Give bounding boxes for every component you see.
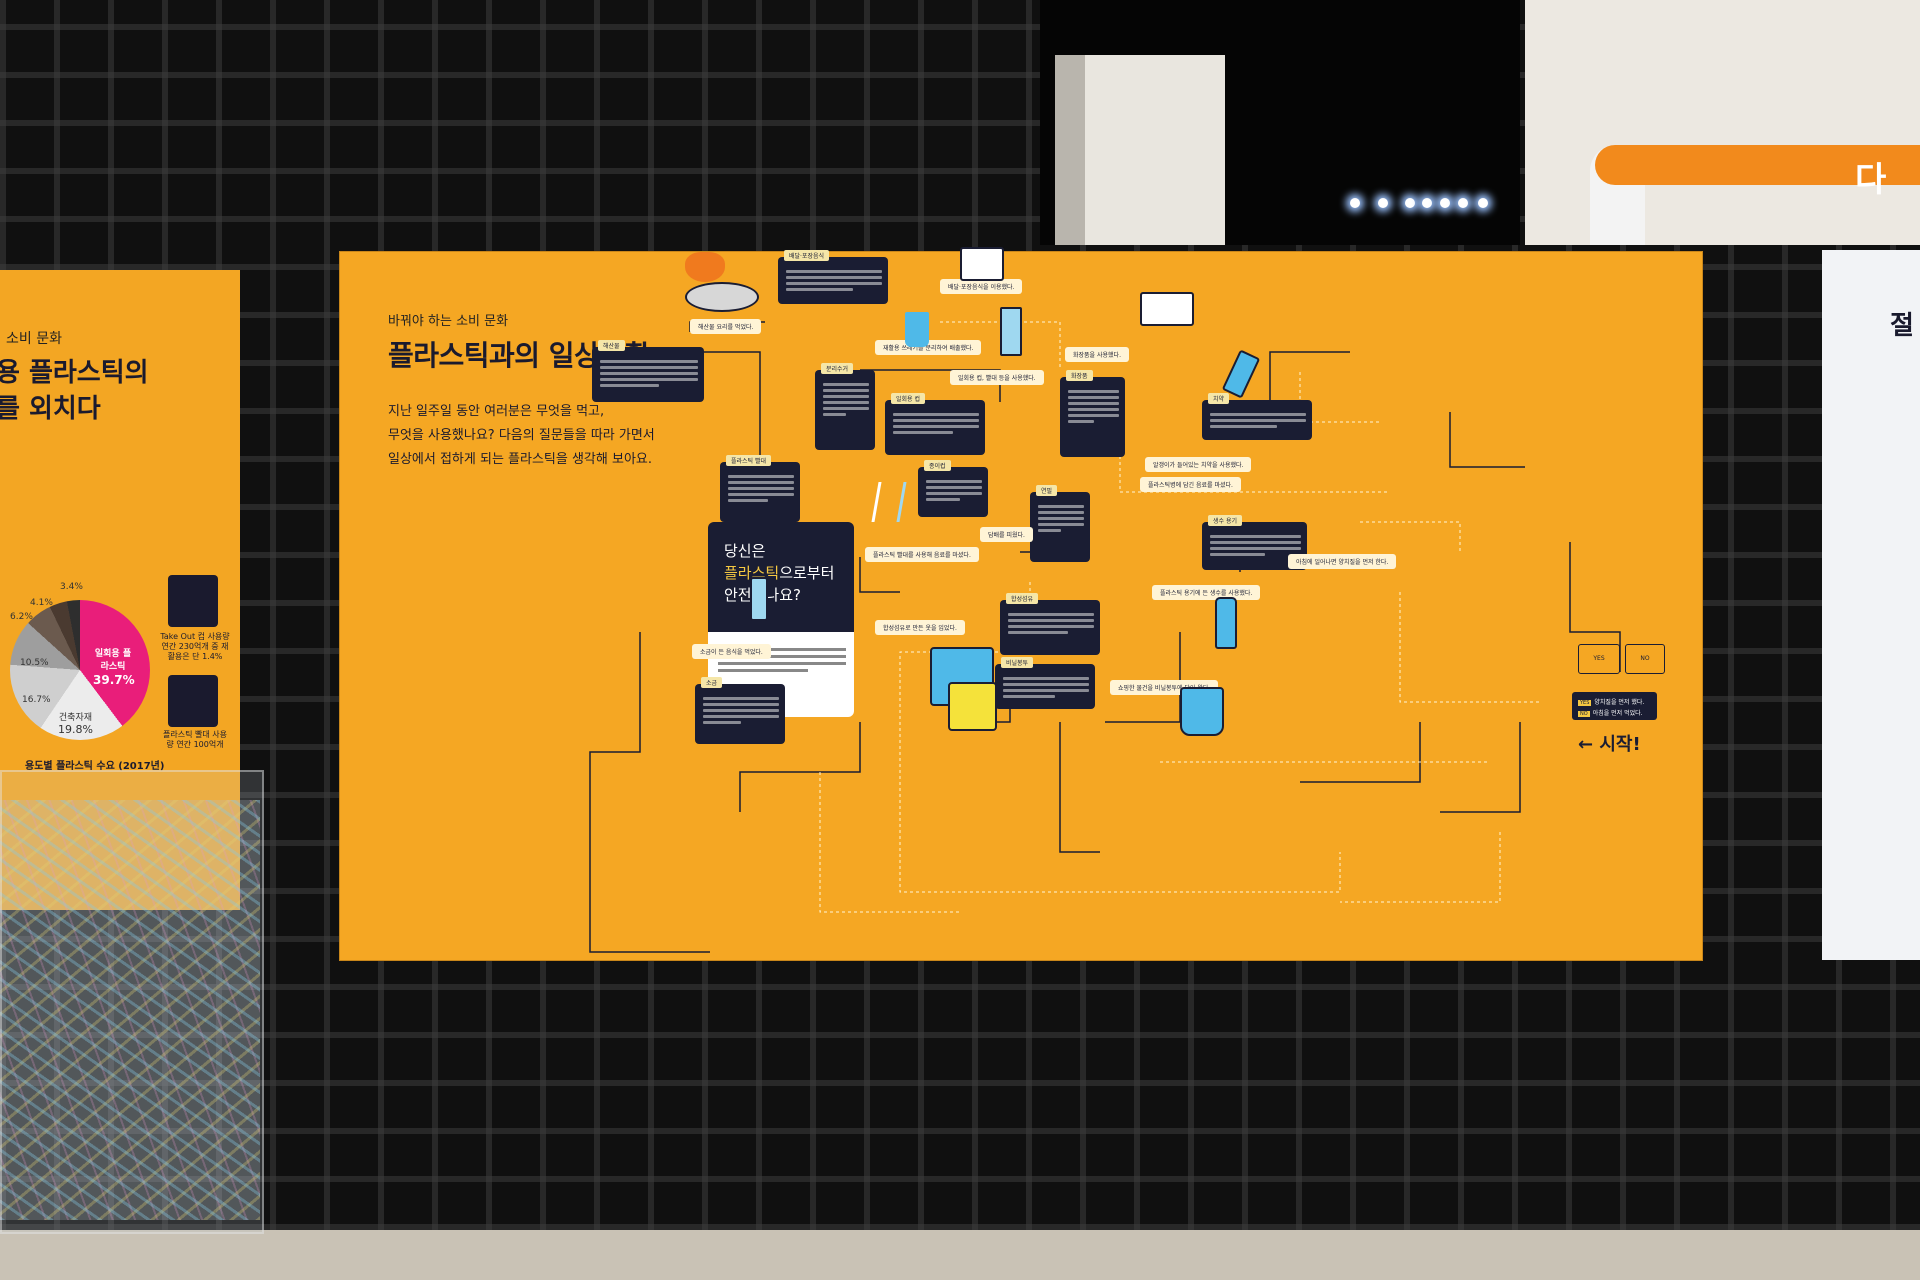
- pie-small-3: 3.4%: [60, 582, 83, 592]
- box-bunri: 분리수거: [815, 363, 875, 450]
- legend-yes: YES: [1578, 644, 1620, 674]
- box-baedal: 배달·포장음식: [778, 250, 888, 304]
- left-poster-subtitle: 소비 문화: [6, 331, 62, 347]
- shrimp-bowl-icon: [685, 252, 725, 282]
- pie-main-label: 일회용 플라스틱 39.7%: [93, 649, 135, 687]
- glass-display-box: [0, 770, 264, 1234]
- pie-small-2: 4.1%: [30, 598, 53, 608]
- salt-bottle-icon: [750, 577, 768, 621]
- pill-haesan: 해산물 요리를 먹었다.: [690, 319, 762, 334]
- pill-plastic-water: 플라스틱 용기에 든 생수를 사용했다.: [1152, 585, 1261, 600]
- pill-recycle: 재활용 쓰레기를 분리하여 배출했다.: [875, 340, 982, 355]
- pill-toothpaste: 알갱이가 들어있는 치약을 사용했다.: [1145, 457, 1252, 472]
- pill-smoke: 담배를 피웠다.: [980, 527, 1033, 542]
- poster-intro: 지난 일주일 동안 여러분은 무엇을 먹고, 무엇을 사용했나요? 다음의 질문…: [388, 404, 655, 467]
- flow-lines: [589, 321, 1621, 953]
- box-chiyak: 치약: [1202, 393, 1312, 440]
- box-sogeum: 소금: [695, 677, 785, 744]
- recycle-bin-icon: [905, 312, 929, 347]
- pie-caption: 용도별 플라스틱 수요 (2017년): [25, 761, 165, 772]
- legend-no: NO: [1625, 644, 1665, 674]
- pill-straw: 플라스틱 빨대를 사용해 음료를 마셨다.: [865, 547, 979, 562]
- pill-cosmetics: 화장품을 사용했다.: [1065, 347, 1129, 362]
- pie-second-label: 건축자재 19.8%: [58, 713, 93, 736]
- pillar-shadow: [1055, 55, 1085, 245]
- box-paper-cup: 종이컵: [918, 460, 988, 517]
- straw-caption: 플라스틱 빨대 사용량 연간 100억개: [163, 730, 227, 749]
- poster-subtitle: 바꿔야 하는 소비 문화: [388, 314, 509, 329]
- pill-cup: 일회용 컵, 빨대 등을 사용했다.: [950, 370, 1044, 385]
- start-label: ← 시작!: [1578, 734, 1641, 755]
- main-poster: 바꿔야 하는 소비 문화 플라스틱과의 일상생활 지난 일주일 동안 여러분은 …: [340, 247, 1702, 960]
- plastic-cup-icon: [1000, 307, 1022, 356]
- start-card-description: [718, 644, 846, 676]
- box-hapseong: 합성섬유: [1000, 593, 1100, 655]
- plastic-demand-pie-chart: [10, 600, 150, 740]
- takeout-box-icon: [960, 247, 1004, 281]
- box-cup: 일회용 컵: [885, 393, 985, 455]
- box-yeongi: 연필: [1030, 485, 1090, 562]
- box-hwajang: 화장품: [1060, 370, 1125, 457]
- box-vinyl: 비닐봉투: [995, 657, 1095, 709]
- left-poster-title: 용 플라스틱의 를 외치다: [0, 358, 149, 424]
- left-poster: 소비 문화 용 플라스틱의 를 외치다 일회용 플라스틱 39.7% 건축자재 …: [0, 270, 240, 910]
- pill-salt: 소금이 든 음식을 먹었다.: [692, 644, 771, 659]
- jacket-icon: [948, 682, 997, 731]
- box-straw: 플라스틱 빨대: [720, 455, 800, 522]
- pie-fourth-value: 10.5%: [20, 658, 49, 668]
- mart-bag-icon: [1180, 687, 1224, 736]
- pill-syn-clothes: 합성섬유로 만든 옷을 입었다.: [875, 620, 965, 635]
- box-haesan: 해산물: [592, 340, 704, 402]
- pie-small-1: 6.2%: [10, 612, 33, 622]
- straw-cup-icon: [168, 675, 218, 727]
- pill-baedal: 배달·포장음식을 이용했다.: [940, 279, 1023, 294]
- right-poster: 절: [1822, 250, 1920, 960]
- white-wall: [1525, 0, 1920, 245]
- straw-pile: [0, 800, 260, 1220]
- water-bottle-icon: [1215, 597, 1237, 649]
- cup-caption: Take Out 컵 사용량 연간 230억개 중 재활용은 단 1.4%: [160, 632, 230, 661]
- takeout-cup-icon: [168, 575, 218, 627]
- pill-water: 아침에 일어나면 양치질을 먼저 한다.: [1288, 554, 1397, 569]
- pill-bottle-drink: 플라스틱병에 담긴 음료를 마셨다.: [1140, 477, 1241, 492]
- pie-third-value: 16.7%: [22, 695, 51, 705]
- cotton-swab-icon: [1140, 292, 1194, 326]
- right-poster-title: 절: [1890, 311, 1914, 341]
- floor: [0, 1230, 1920, 1280]
- pipe-text: 다: [1855, 160, 1887, 200]
- sushi-plate-icon: [685, 282, 759, 312]
- orange-pipe: [1595, 145, 1920, 185]
